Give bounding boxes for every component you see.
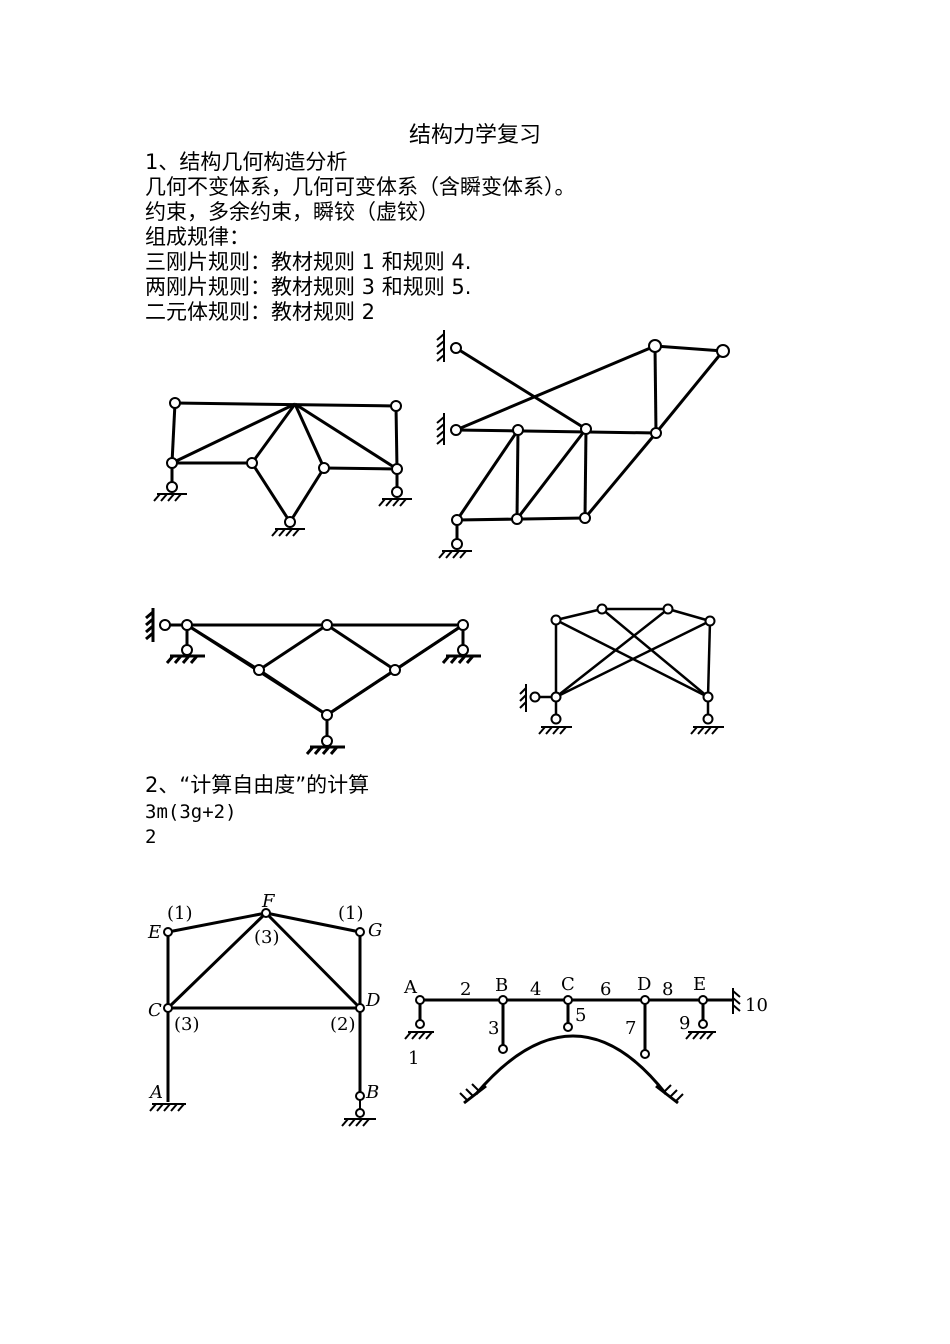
label-node-a: A [148,1082,163,1103]
label-beam-a: A [403,977,418,998]
label-link-3: 3 [488,1018,499,1039]
label-link-8: 8 [662,979,673,1000]
figure-diamond-truss [145,608,481,755]
label-link-4: 4 [530,979,541,1000]
text-line-rules-heading: 组成规律： [145,225,250,249]
figure-truss-left [153,397,412,537]
label-count-c: (3) [174,1014,200,1035]
label-count-e: (1) [167,903,193,924]
text-line-binary-rule: 二元体规则：教材规则 2 [145,300,376,324]
label-node-d: D [365,990,381,1011]
label-beam-e: E [693,974,706,995]
section-1-heading: 1、结构几何构造分析 [145,150,348,174]
label-link-10: 10 [745,995,768,1016]
formula-line-1: 3m(3g+2) [145,801,237,823]
label-node-c: C [148,1000,162,1021]
figure-beam-on-arch: A B C D E 1 2 3 4 5 6 7 8 9 10 [403,974,768,1105]
label-count-d: (2) [330,1014,356,1035]
page-title: 结构力学复习 [408,123,541,148]
text-line-systems: 几何不变体系，几何可变体系（含瞬变体系）。 [145,175,576,199]
label-beam-c: C [561,974,575,995]
formula-line-2: 2 [145,826,157,848]
figure-frame-right [436,330,730,559]
label-count-f: (3) [254,927,280,948]
text-line-constraints: 约束，多余约束，瞬铰（虚铰） [145,200,439,224]
figure-cross-braced-frame [519,603,724,735]
label-link-7: 7 [625,1018,636,1039]
label-beam-b: B [495,975,508,996]
label-link-5: 5 [575,1005,586,1026]
label-link-9: 9 [679,1013,690,1034]
label-node-g: G [368,920,382,941]
section-2-heading: 2、“计算自由度”的计算 [145,773,370,797]
text-line-three-rigid-rule: 三刚片规则：教材规则 1 和规则 4. [145,250,472,274]
label-count-g: (1) [338,903,364,924]
label-node-f: F [261,891,276,912]
label-node-b: B [365,1082,379,1103]
figure-portal-frame: E F G C D A B (1) (3) (1) (3) (2) [147,891,382,1127]
text-line-two-rigid-rule: 两刚片规则：教材规则 3 和规则 5. [145,275,472,299]
label-link-2: 2 [460,979,471,1000]
label-node-e: E [147,922,161,943]
label-link-1: 1 [408,1048,419,1069]
label-link-6: 6 [600,979,611,1000]
label-beam-d: D [637,974,651,995]
